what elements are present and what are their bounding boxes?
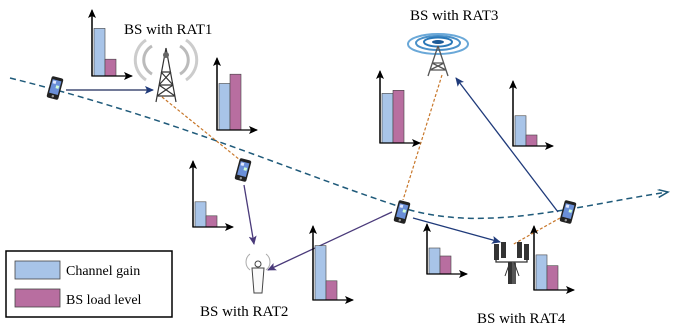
channel-gain-bar: [194, 201, 207, 228]
bs-rat2-label: BS with RAT2: [200, 304, 288, 320]
bs-rat1-label: BS with RAT1: [124, 22, 212, 38]
bar-charts: [88, 9, 575, 304]
link-ue4-rat3: [455, 77, 559, 213]
mini-bar-chart: [423, 223, 468, 278]
legend-swatch-channel-gain: [14, 260, 61, 280]
bs-load-bar: [439, 255, 452, 275]
bs-rat3-label: BS with RAT3: [410, 8, 498, 24]
channel-gain-bar: [535, 254, 548, 291]
mini-bar-chart: [530, 225, 575, 294]
antenna-tower-icon: [133, 38, 199, 103]
legend: Channel gain BS load level: [5, 250, 173, 318]
channel-gain-bar: [428, 247, 441, 275]
mini-bar-chart: [509, 80, 554, 150]
smartphone-icon: [393, 199, 411, 225]
link-ue2-rat2: [243, 184, 257, 245]
link-dashed-rat1: [161, 96, 241, 161]
bs-load-bar: [229, 73, 242, 131]
channel-gain-bar: [218, 83, 231, 131]
bs-load-bar: [205, 215, 218, 228]
wifi-tower-icon: [407, 33, 469, 77]
legend-swatch-bs-load: [14, 288, 61, 308]
mini-bar-chart: [309, 225, 354, 304]
link-dashed-rat4: [511, 217, 561, 246]
panel-antenna-icon: [494, 242, 529, 284]
bs-load-bar: [104, 58, 117, 77]
channel-gain-bar: [314, 245, 327, 301]
legend-label-bs-load: BS load level: [66, 293, 142, 308]
smartphone-icon: [234, 157, 252, 183]
mini-bar-chart: [189, 160, 234, 231]
mini-bar-chart: [376, 70, 421, 147]
small-cell-antenna-icon: [245, 253, 271, 294]
mini-bar-chart: [88, 9, 133, 80]
bs-load-bar: [525, 134, 538, 147]
smartphone-icon: [46, 75, 64, 101]
smartphone-icon: [559, 199, 577, 225]
user-trajectory: [9, 77, 668, 220]
bs-load-bar: [325, 280, 338, 301]
link-ue3-rat2: [267, 211, 393, 271]
channel-gain-bar: [381, 93, 394, 144]
mini-bar-chart: [213, 57, 258, 134]
bs-rat4-label: BS with RAT4: [477, 311, 566, 326]
channel-gain-bar: [514, 115, 527, 147]
link-ue3-rat4: [412, 217, 501, 244]
bs-load-bar: [546, 265, 559, 291]
link-dashed-rat3: [402, 74, 443, 201]
bs-load-bar: [392, 90, 405, 144]
legend-label-channel-gain: Channel gain: [66, 264, 140, 279]
channel-gain-bar: [93, 28, 106, 77]
